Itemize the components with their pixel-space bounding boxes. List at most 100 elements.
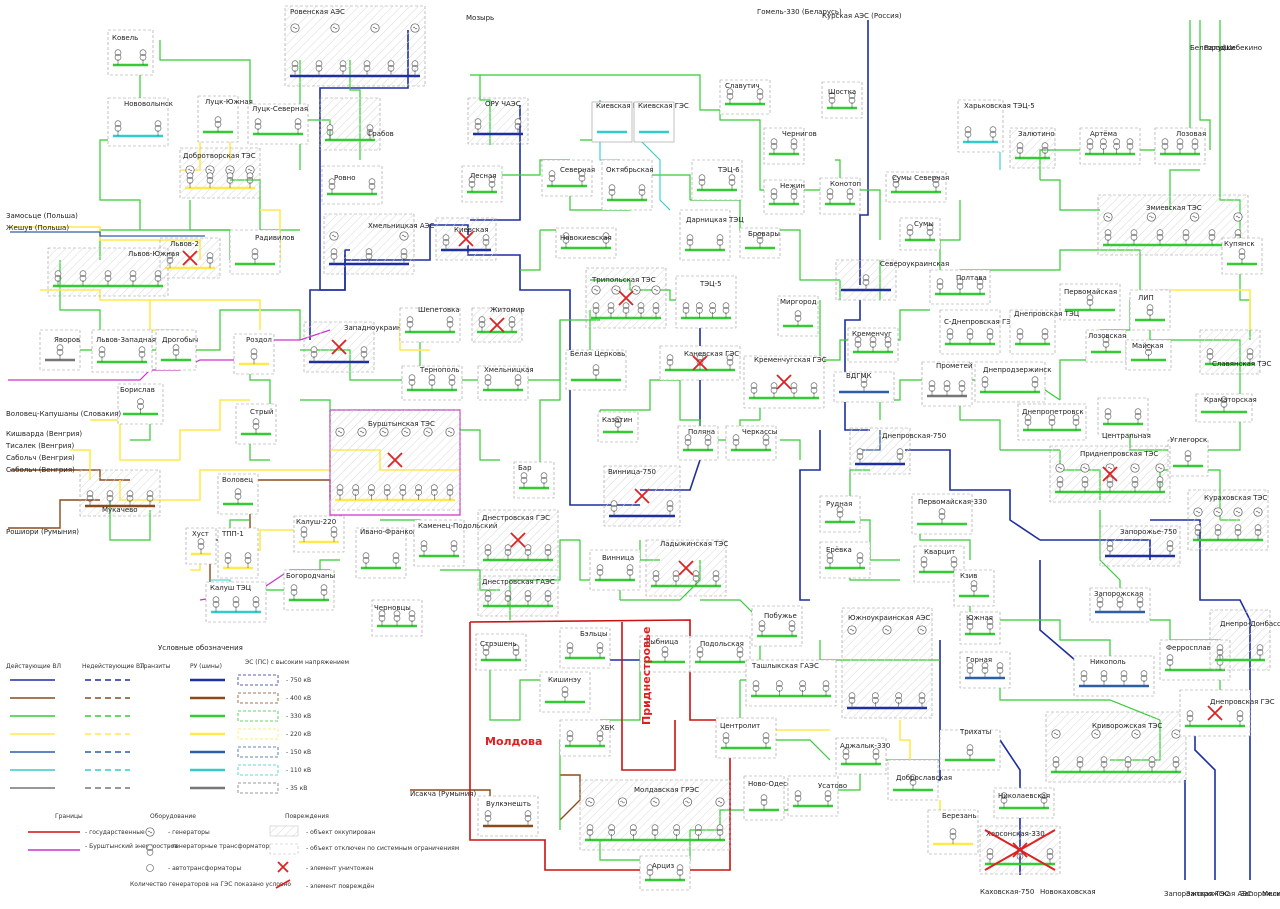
station-label: Прометей — [936, 362, 973, 370]
station-box — [835, 737, 887, 775]
legend-damage-title: Повреждения — [285, 813, 329, 820]
station-box — [763, 179, 805, 215]
generator-icon — [1233, 212, 1243, 222]
station-shebekino: Шебекино — [1224, 44, 1262, 52]
station-label: Днепровская-750 — [882, 432, 946, 440]
legend-equip-title: Оборудование — [150, 813, 196, 820]
station-box — [633, 101, 675, 143]
station-box — [819, 495, 861, 533]
legend-col-inactive: Недействующие ВЛ — [82, 663, 145, 670]
station-polyana: Поляна — [677, 425, 719, 461]
station-label: Бровары — [748, 230, 780, 238]
station-label: Валуйки — [1204, 44, 1235, 52]
station-bogorodchany: Богородчаны — [283, 569, 335, 611]
station-shostka: Шостка — [821, 81, 863, 119]
station-label: ЛИП — [1138, 294, 1154, 302]
station-box — [461, 165, 503, 203]
station-oru_chaes: ОРУ ЧАЭС — [467, 97, 529, 145]
station-label: Жешув (Польша) — [6, 224, 69, 232]
station-label: Углегорск — [1170, 436, 1207, 444]
station-darnitsa: Дарницкая ТЭЦ — [679, 209, 744, 261]
legend-row-kv110: - 110 кВ — [10, 764, 311, 776]
station-label: ТЭЦ-6 — [717, 166, 740, 174]
legend-ps-swatch — [237, 710, 279, 722]
station-box — [929, 269, 991, 305]
station-cherkassy: Черкассы — [725, 425, 777, 461]
station-drogobych: Дрогобыч — [155, 329, 198, 371]
station-label: Курская АЭС (Россия) — [822, 12, 902, 20]
station-box — [959, 651, 1011, 689]
station-lutsk_yuzh: Луцк-Южная — [197, 95, 253, 143]
station-chernigov: Чернигов — [763, 127, 817, 165]
station-trypilska: Трипольская ТЭС — [585, 267, 667, 329]
station-label: Казатин — [602, 416, 632, 424]
station-label: Западноукраинская — [344, 324, 418, 332]
station-label: Поляна — [688, 428, 715, 436]
station-box — [541, 159, 593, 197]
station-khmelnitsky_aes: Хмельницкая АЭС — [323, 213, 435, 275]
generator-icon — [370, 23, 380, 33]
station-kursk: Курская АЭС (Россия) — [822, 12, 902, 20]
station-label: Молдавская ГРЭС — [634, 786, 699, 794]
station-label: Запорожская ТЭС — [1164, 890, 1230, 898]
station-nikopol: Никополь — [1073, 655, 1155, 697]
legend-ps-swatch — [237, 674, 279, 686]
station-grabov: Грабов — [319, 97, 394, 151]
station-bar: Бар — [513, 461, 555, 499]
destroyed-icon — [776, 374, 792, 390]
station-kremenchug_ges: Кременчугская ГЭС — [743, 355, 827, 409]
legend-damaged-icon — [275, 879, 291, 889]
station-radivilov: Радивилов — [229, 229, 294, 275]
station-usatovo: Усатово — [787, 775, 847, 817]
station-prometey: Прометей — [921, 361, 973, 407]
generator-icon — [591, 285, 601, 295]
station-tisalek: Тисалек (Венгрия) — [5, 442, 74, 450]
generator-icon — [357, 427, 367, 437]
station-dnestr_gaes: Днестровская ГАЭС — [477, 575, 559, 617]
generator-icon — [1055, 463, 1065, 473]
station-label: Северная — [560, 166, 595, 174]
station-box — [185, 527, 217, 565]
station-label: Подольская — [700, 640, 744, 648]
station-label: Запорожье-750 — [1120, 528, 1177, 536]
station-lviv_zap: Львов-Западная — [91, 329, 156, 373]
station-label: Залютино — [1018, 130, 1055, 138]
station-lozovskaya: Лозовская — [1085, 329, 1127, 363]
station-kievskaya: Киевская — [435, 217, 497, 261]
station-kakhovka: Каховская-750 — [980, 888, 1034, 896]
station-beltsy: Бэльцы — [559, 627, 611, 669]
station-label: Роздол — [246, 336, 272, 344]
station-label: Мелитополь — [1262, 890, 1280, 898]
station-box — [725, 425, 777, 461]
generator-icon — [401, 427, 411, 437]
station-yavorov: Яворов — [39, 329, 81, 371]
station-zaporozh750: Запорожье-750 — [1099, 525, 1181, 567]
station-kupyansk: Купянск — [1221, 237, 1263, 275]
legend-occupied-swatch — [269, 825, 299, 837]
station-ksiv: Кзив — [953, 569, 995, 607]
generator-icon — [445, 427, 455, 437]
generator-icon — [611, 285, 621, 295]
station-box — [217, 527, 259, 579]
generator-icon — [1190, 212, 1200, 222]
station-label: Ташлыкская ГАЭС — [751, 662, 819, 670]
station-label: Новокаховская — [1040, 888, 1096, 896]
station-box — [321, 165, 383, 205]
destroyed-icon — [458, 231, 474, 247]
station-konotop: Конотоп — [819, 177, 861, 215]
station-label: Бурштынская ТЭС — [368, 420, 435, 428]
station-label: Ковель — [112, 34, 138, 42]
station-label: Ферросплав — [1166, 644, 1211, 652]
region-label-moldova: Молдова — [485, 735, 542, 748]
destroyed-icon — [618, 290, 634, 306]
station-zapadnoukr: Западноукраинская — [303, 321, 418, 373]
station-dnepr_ges: Днепровская ГЭС — [1179, 689, 1275, 737]
station-poltava: Полтава — [929, 269, 991, 305]
station-label: Приднепровская ТЭС — [1080, 450, 1158, 458]
station-box — [1045, 711, 1187, 783]
legend-row-kv400: - 400 кВ — [10, 692, 311, 704]
station-label: Хмельницкая — [484, 366, 534, 374]
station-dobrotvor: Добротворская ТЭС — [179, 147, 261, 199]
legend-ps-swatch — [237, 692, 279, 704]
